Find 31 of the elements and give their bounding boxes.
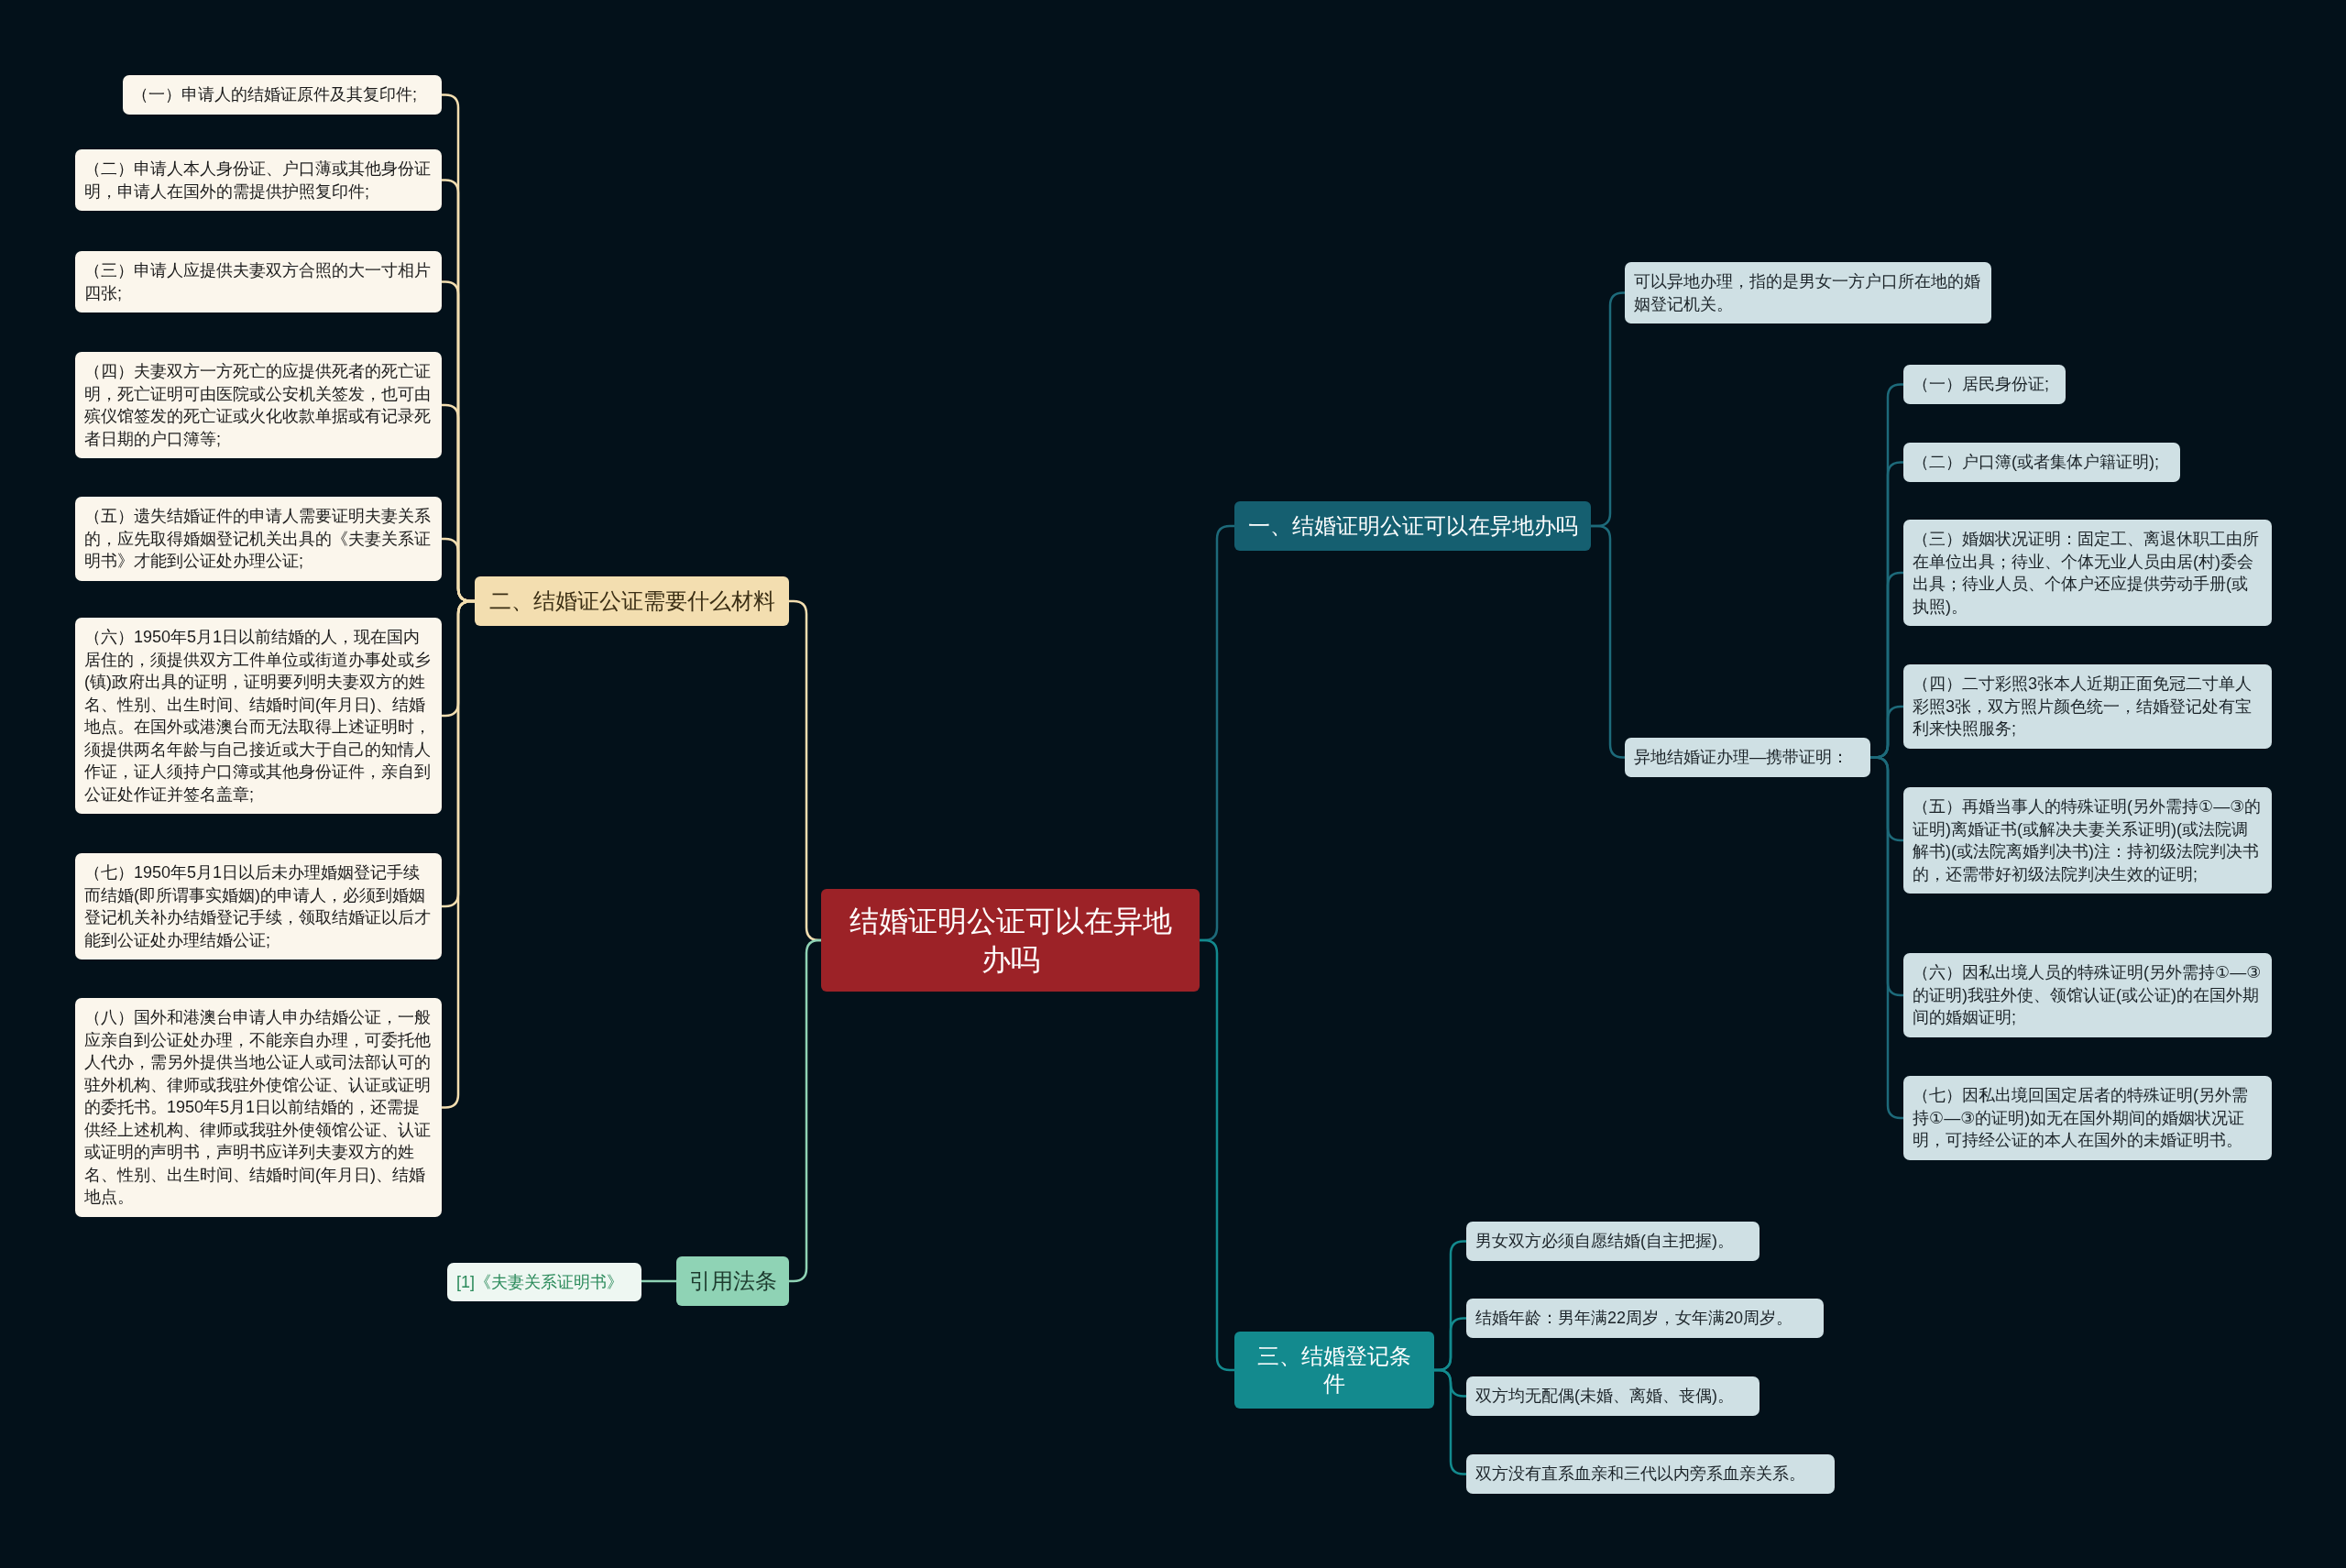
branch-topic-box: 一、结婚证明公证可以在异地办吗	[1234, 501, 1591, 551]
subtopic-box: （八）国外和港澳台申请人申办结婚公证，一般应亲自到公证处办理，不能亲自办理，可委托他人代办，需另外提供当地公证人或司法部认可的驻外机构、律师或我驻外使馆公证、认证或证明的委托书。1950年5月1日以前结婚的，还需提供经上述机构、律师或我驻外使领馆公证、认证或证明的声明书，声明书应详列夫妻双方的姓名、性别、出生时间、结婚时间(年月日)、结婚地点。	[75, 998, 442, 1217]
subtopic-box: 可以异地办理，指的是男女一方户口所在地的婚姻登记机关。	[1625, 262, 1991, 323]
subtopic-box: （六）1950年5月1日以前结婚的人，现在国内居住的，须提供双方工件单位或街道办事处或乡(镇)政府出具的证明，证明要列明夫妻双方的姓名、性别、出生时间、结婚时间(年月日)、结婚地点。在国外或港澳台而无法取得上述证明时，须提供两名年龄与自己接近或大于自己的知情人作证，证人须持户口簿或其他身份证件，亲自到公证处作证并签名盖章;	[75, 618, 442, 814]
subtopic-box: （七）因私出境回国定居者的特殊证明(另外需持①—③的证明)如无在国外期间的婚姻状况证明，可持经公证的本人在国外的未婚证明书。	[1903, 1076, 2272, 1160]
citation-box: [1]《夫妻关系证明书》	[447, 1263, 641, 1301]
subtopic-box: 双方均无配偶(未婚、离婚、丧偶)。	[1466, 1376, 1760, 1416]
subtopic-box: （六）因私出境人员的特殊证明(另外需持①—③的证明)我驻外使、领馆认证(或公证)的在国外期间的婚姻证明;	[1903, 953, 2272, 1037]
subtopic-box: 双方没有直系血亲和三代以内旁系血亲关系。	[1466, 1454, 1835, 1494]
connector-line	[1870, 756, 1903, 1120]
subtopic-box: （五）遗失结婚证件的申请人需要证明夫妻关系的，应先取得婚姻登记机关出具的《夫妻关系证明书》才能到公证处办理公证;	[75, 497, 442, 581]
branch-topic-box: 二、结婚证公证需要什么材料	[475, 576, 789, 626]
central-topic-box: 结婚证明公证可以在异地办吗	[821, 889, 1200, 992]
subtopic-box: （四）夫妻双方一方死亡的应提供死者的死亡证明，死亡证明可由医院或公安机关签发，也可由殡仪馆签发的死亡证或火化收款单据或有记录死者日期的户口簿等;	[75, 352, 442, 458]
subtopic-box: （三）婚姻状况证明：固定工、离退休职工由所在单位出具；待业、个体无业人员由居(村)委会出具；待业人员、个体户还应提供劳动手册(或执照)。	[1903, 520, 2272, 626]
connector-line	[641, 1279, 676, 1283]
subtopic-box: 男女双方必须自愿结婚(自主把握)。	[1466, 1222, 1760, 1261]
branch-topic-box: 引用法条	[676, 1256, 789, 1306]
branch-topic-box: 三、结婚登记条件	[1234, 1332, 1434, 1409]
subtopic-box: （五）再婚当事人的特殊证明(另外需持①—③的证明)离婚证书(或解决夫妻关系证明)(或法院调解书)(或法院离婚判决书)注：持初级法院判决书的，还需带好初级法院判决生效的证明;	[1903, 787, 2272, 894]
subtopic-box: （二）户口簿(或者集体户籍证明);	[1903, 443, 2180, 482]
subtopic-box: 结婚年龄：男年满22周岁，女年满20周岁。	[1466, 1299, 1824, 1338]
connector-line	[1434, 1368, 1466, 1475]
subtopic-box: （四）二寸彩照3张本人近期正面免冠二寸单人彩照3张，双方照片颜色统一，结婚登记处有宝利来快照服务;	[1903, 664, 2272, 749]
subtopic-box: （一）居民身份证;	[1903, 365, 2066, 404]
subtopic-box: （七）1950年5月1日以后未办理婚姻登记手续而结婚(即所谓事实婚姻)的申请人，必须到婚姻登记机关补办结婚登记手续，领取结婚证以后才能到公证处办理结婚公证;	[75, 853, 442, 959]
subtopic-box: （三）申请人应提供夫妻双方合照的大一寸相片四张;	[75, 251, 442, 313]
connector-line	[1591, 524, 1625, 759]
subtopic-box: （二）申请人本人身份证、户口薄或其他身份证明，申请人在国外的需提供护照复印件;	[75, 149, 442, 211]
subtopic-box: 异地结婚证办理—携带证明：	[1625, 738, 1870, 777]
subtopic-box: （一）申请人的结婚证原件及其复印件;	[123, 75, 442, 115]
